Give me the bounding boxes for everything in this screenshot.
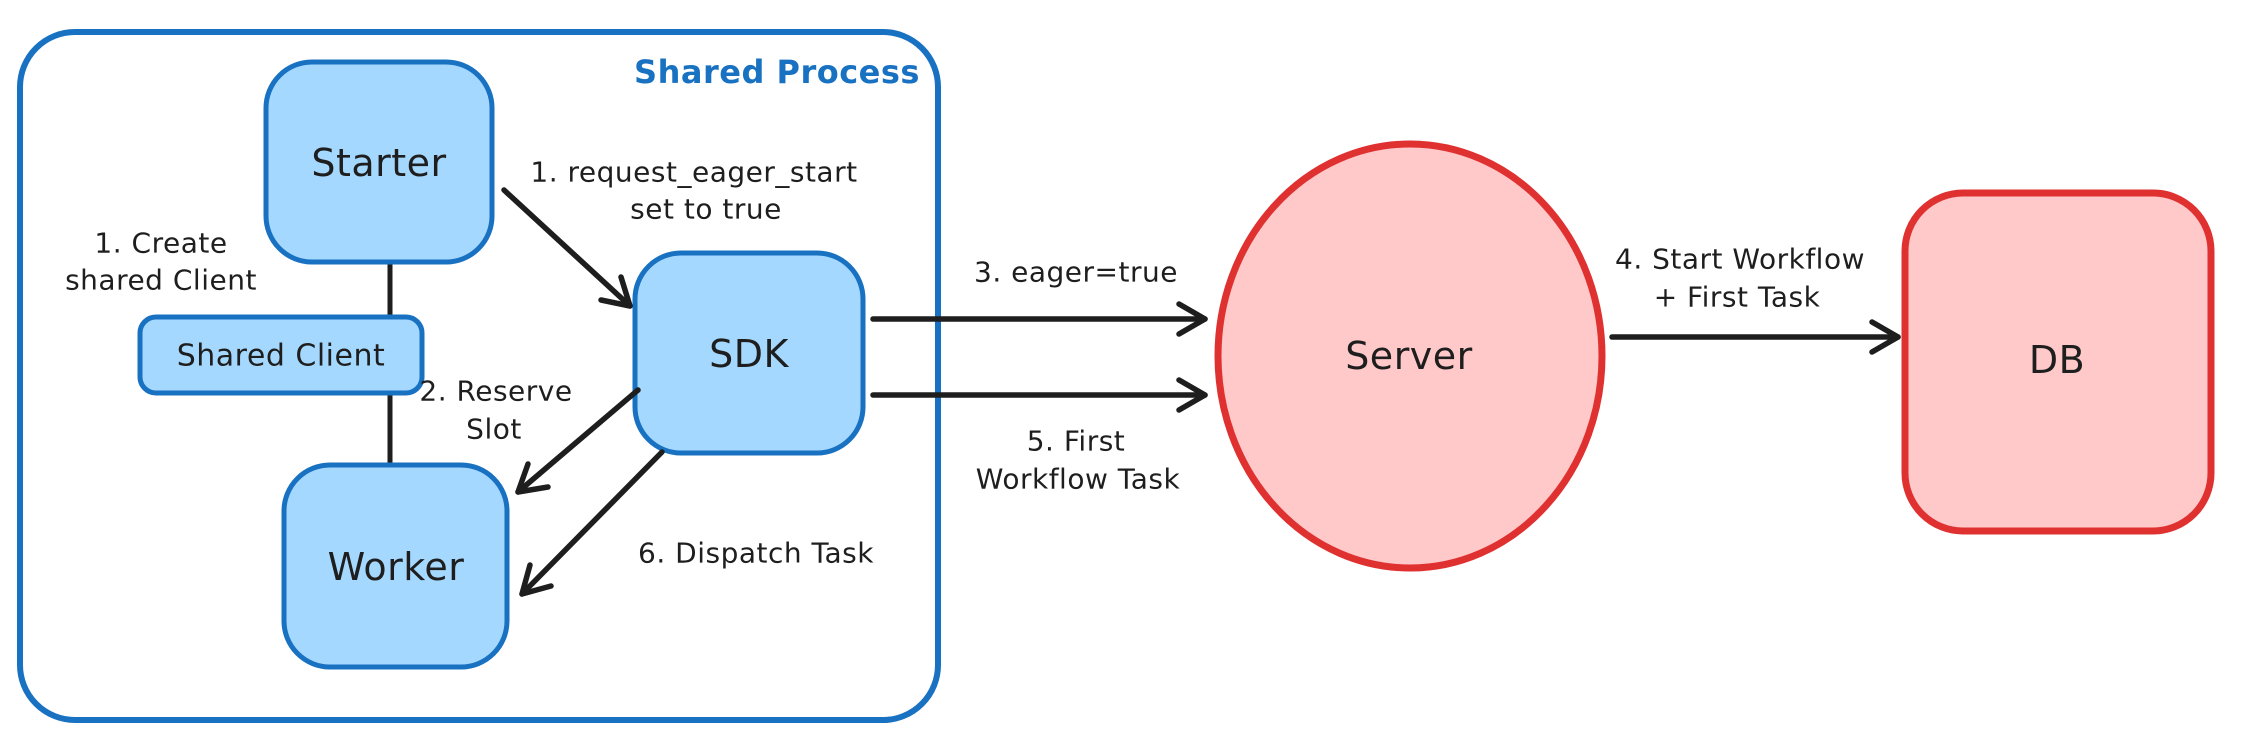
starter-node [263,59,495,265]
sdk-node [632,250,866,456]
server-label: Server [1345,334,1473,378]
annotation-request-eager-start-line1: 1. request_eager_start [530,155,858,189]
server-node [1214,140,1606,572]
annotation-create-client-line1: 1. Create [94,226,228,260]
db-label: DB [2028,338,2086,382]
arrow-eager-true [870,301,1208,337]
annotation-eager-true: 3. eager=true [974,255,1178,289]
arrow-dispatch-task [519,449,665,597]
worker-node [281,462,510,670]
annotation-first-workflow-task-line2: Workflow Task [975,462,1181,496]
shared-client-node [137,314,425,396]
annotation-dispatch-task: 6. Dispatch Task [638,536,874,570]
annotation-start-workflow-line2: + First Task [1653,280,1821,314]
arrow-request-eager-start [501,187,633,309]
annotation-create-client-line2: shared Client [65,263,257,297]
arrow-reserve-slot [515,387,641,495]
annotation-reserve-slot-line1: 2. Reserve [419,374,573,408]
shared-process-label: Shared Process [634,53,920,91]
db-node [1901,189,2215,535]
annotation-request-eager-start-line2: set to true [630,192,782,226]
starter-label: Starter [311,141,447,185]
shared-client-label: Shared Client [176,338,386,374]
shared-process-container [17,29,941,723]
sdk-label: SDK [709,332,789,376]
annotation-first-workflow-task-line1: 5. First [1026,424,1126,458]
worker-label: Worker [327,545,465,589]
arrow-first-workflow-task [870,377,1208,413]
arrow-start-workflow [1609,319,1901,355]
annotation-reserve-slot-line2: Slot [466,412,522,446]
annotation-start-workflow-line1: 4. Start Workflow [1615,242,1865,276]
